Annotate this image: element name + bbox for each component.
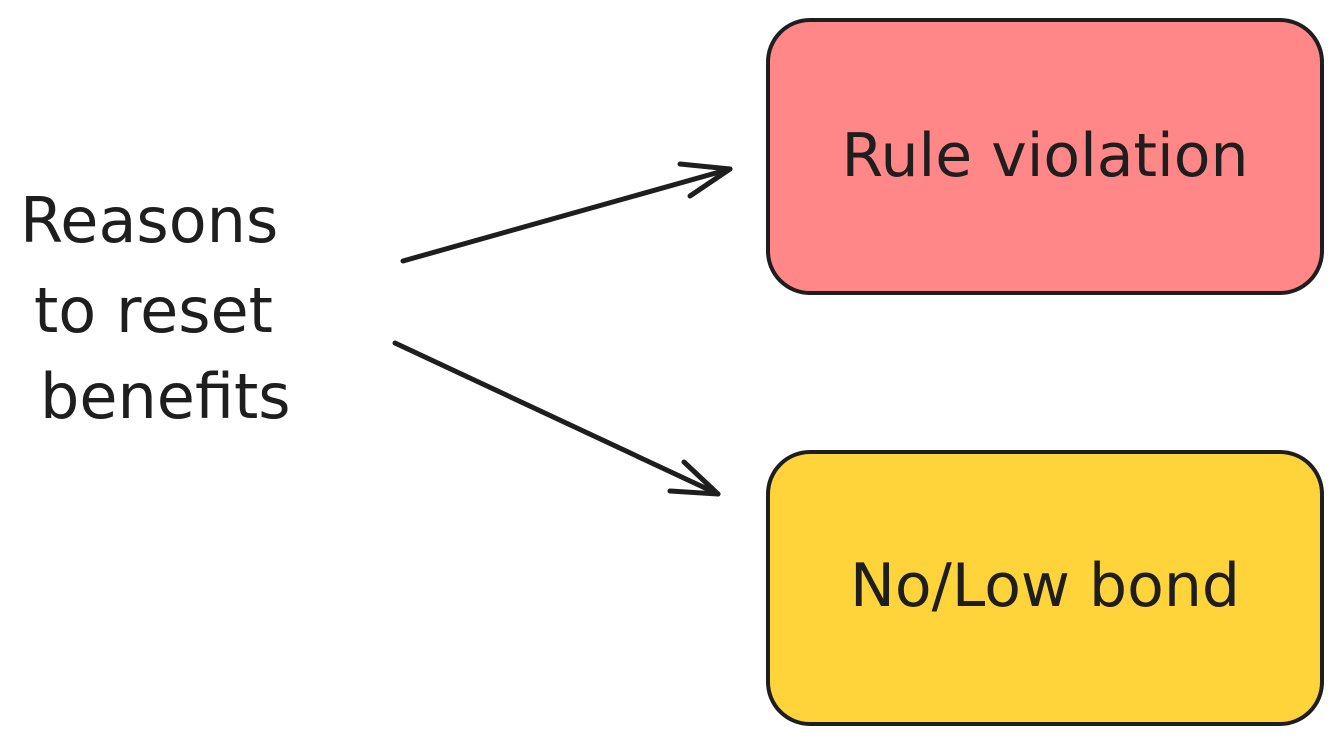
node-no-low-bond[interactable]: No/Low bond bbox=[766, 450, 1324, 726]
source-label-line-2: to reset bbox=[34, 274, 273, 347]
source-label-line-1: Reasons bbox=[20, 184, 278, 257]
arrow-head-no-low-bond bbox=[667, 459, 721, 497]
source-label: Reasons to reset benefits bbox=[20, 184, 291, 433]
node-no-low-bond-box[interactable] bbox=[766, 450, 1324, 726]
node-rule-violation-label: Rule violation bbox=[842, 121, 1249, 191]
arrow-to-rule-violation bbox=[400, 161, 733, 264]
node-rule-violation-box[interactable] bbox=[766, 18, 1324, 295]
arrow-head-rule-violation bbox=[677, 161, 733, 199]
arrow-shaft-rule-violation bbox=[400, 166, 733, 264]
node-no-low-bond-label: No/Low bond bbox=[850, 551, 1240, 621]
arrow-to-no-low-bond bbox=[392, 340, 721, 497]
source-label-line-3: benefits bbox=[40, 360, 291, 433]
arrow-shaft-no-low-bond bbox=[392, 340, 721, 497]
node-rule-violation[interactable]: Rule violation bbox=[766, 18, 1324, 295]
